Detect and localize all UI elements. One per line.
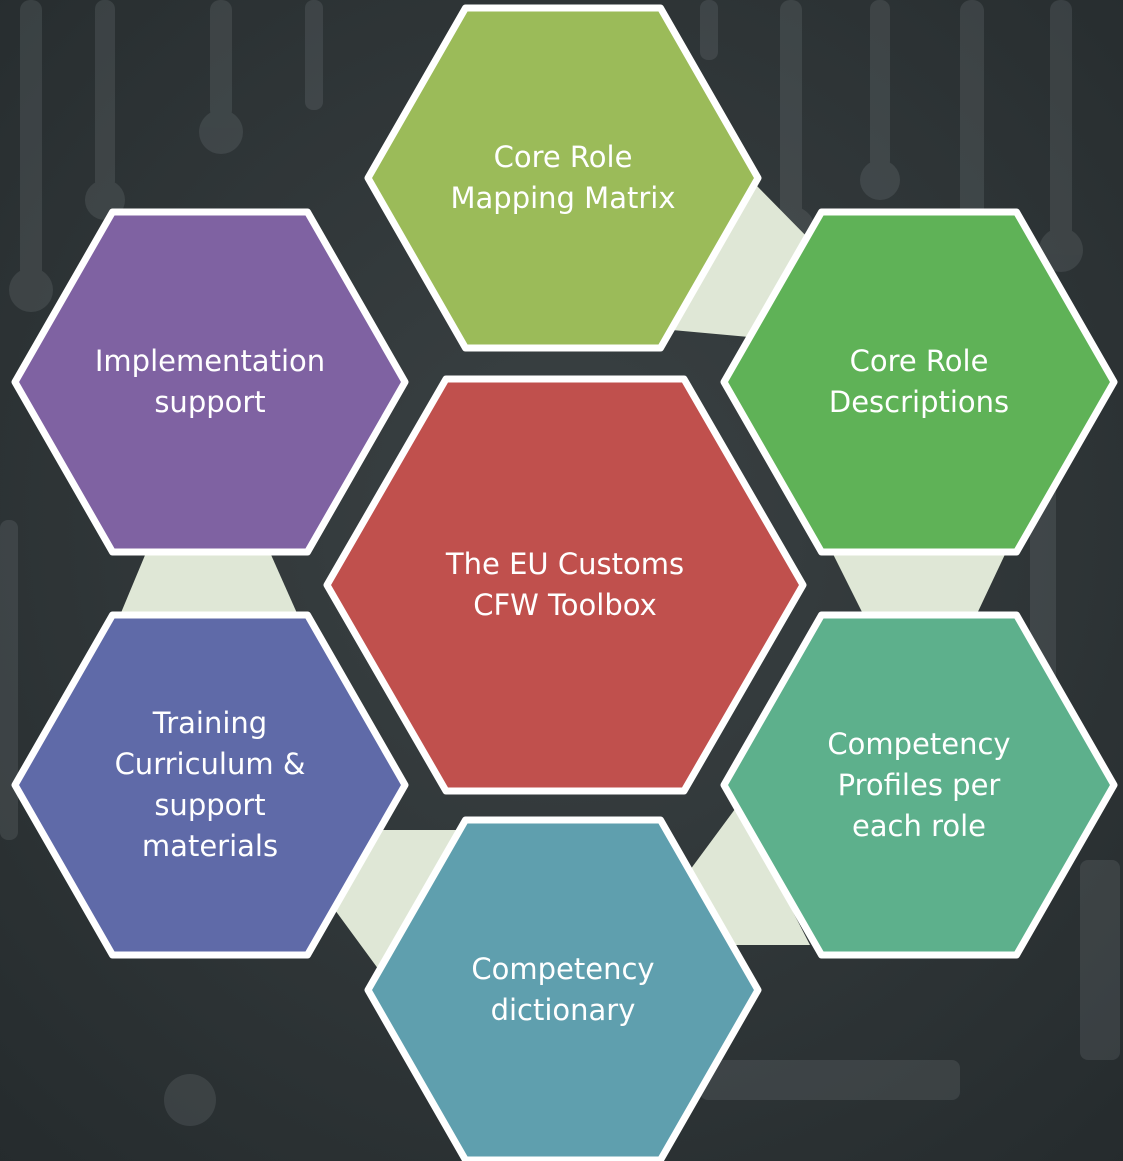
connector-upper-right-to-lower-right [830, 548, 1008, 618]
hexagon-competency-profiles [720, 611, 1118, 959]
hexagon-core-role-mapping-matrix [364, 4, 762, 352]
connector-lower-right-to-bottom [690, 805, 810, 945]
hexagon-implementation-support [11, 208, 409, 556]
hexagon-training-curriculum [11, 611, 409, 959]
connector-lower-left-to-upper-left [118, 548, 300, 620]
hexagon-layer [11, 4, 1118, 1161]
hexagon-core-role-descriptions [720, 208, 1118, 556]
hexagon-center [323, 375, 807, 795]
hexagon-competency-dictionary [364, 816, 762, 1161]
